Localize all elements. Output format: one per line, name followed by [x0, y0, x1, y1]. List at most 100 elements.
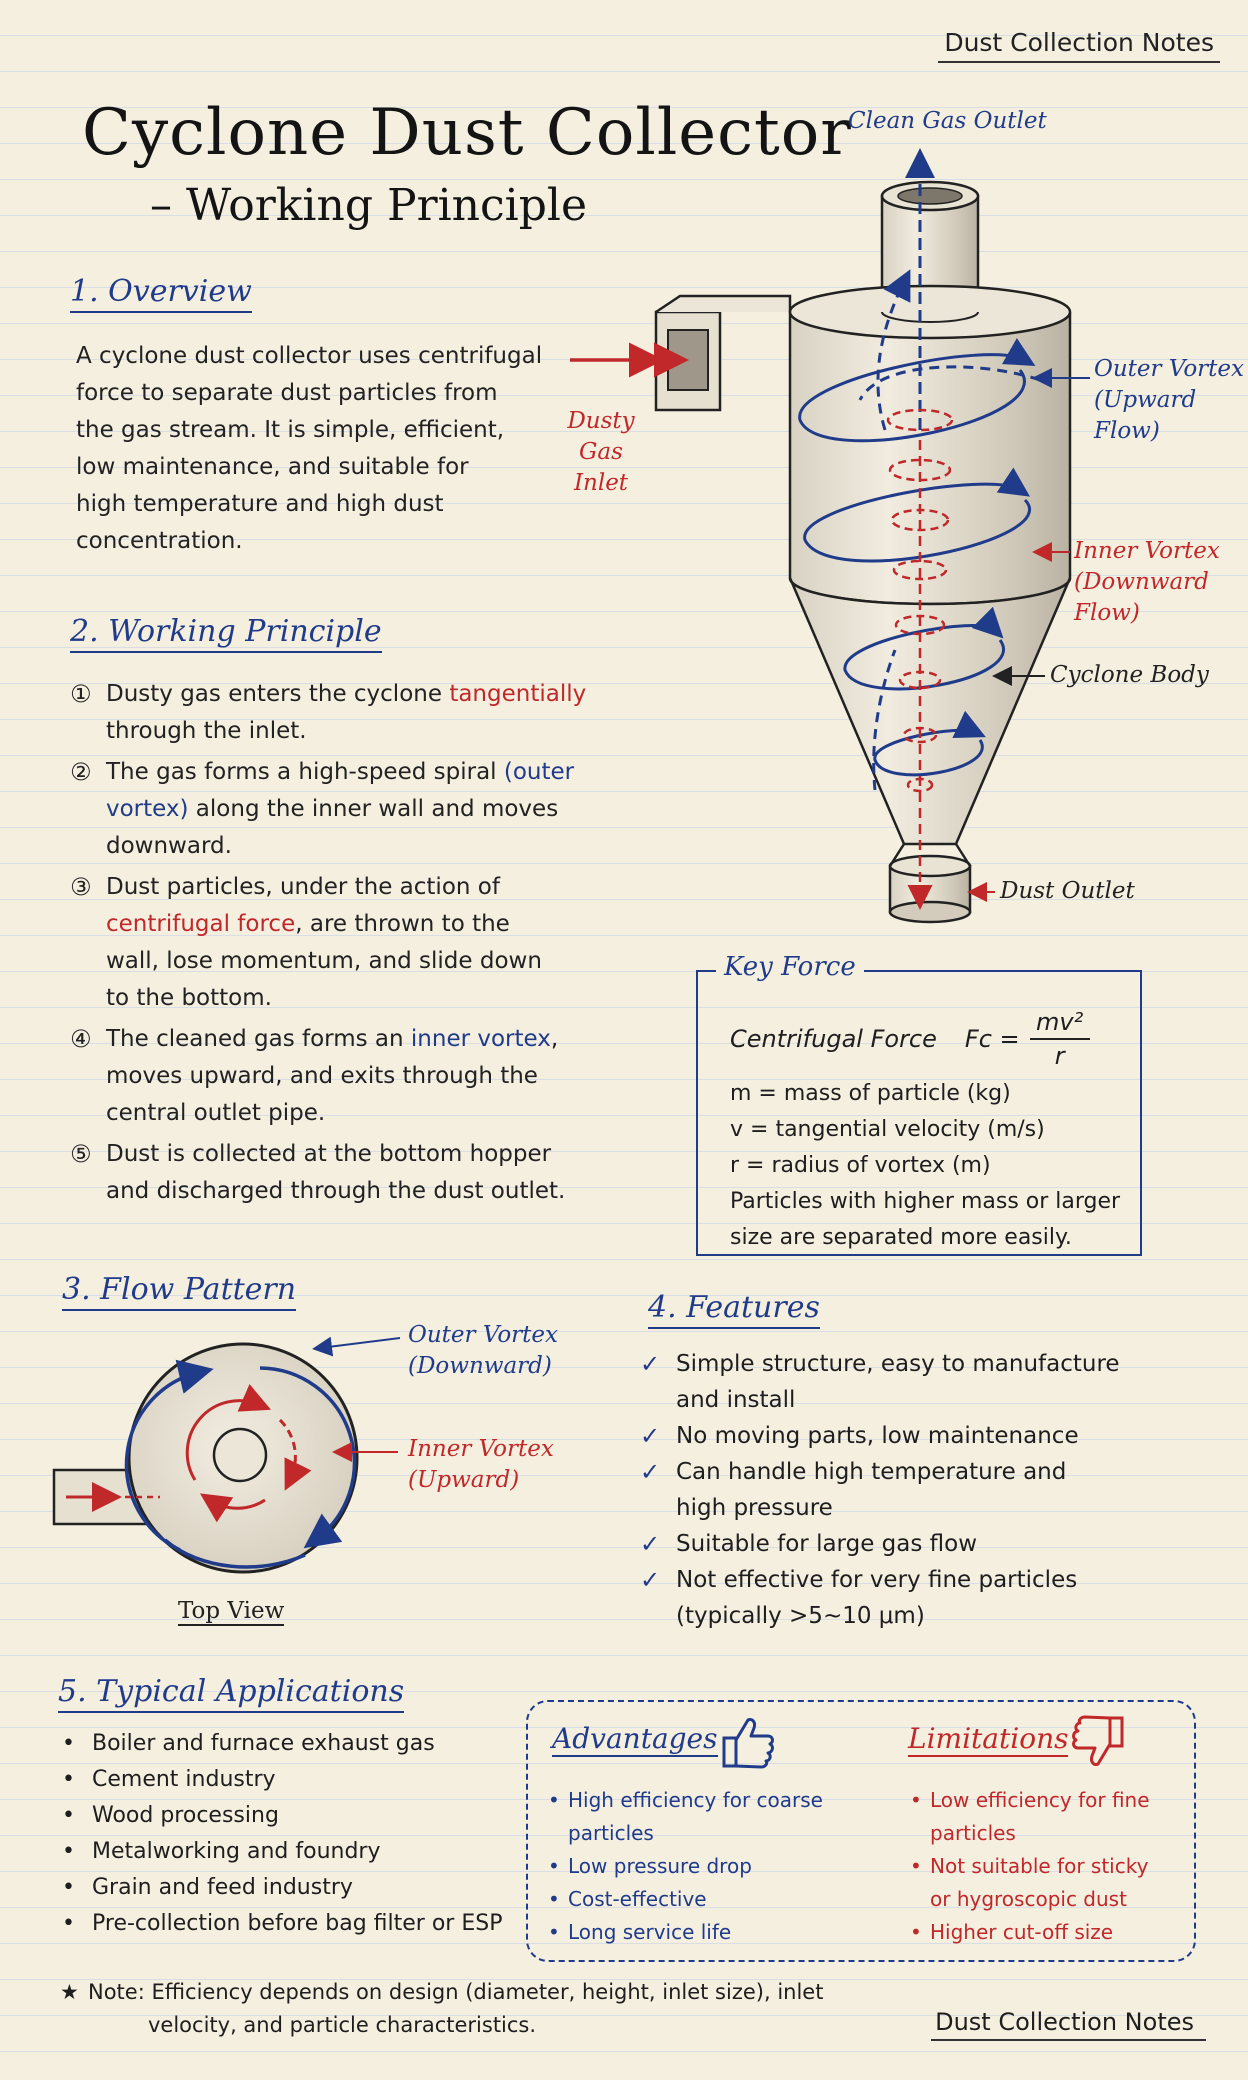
- cyclone-cone: [788, 577, 1072, 846]
- application-item: •Grain and feed industry: [62, 1870, 532, 1906]
- top-view-caption: Top View: [178, 1598, 285, 1626]
- limitation-item-text: Higher cut-off size: [930, 1916, 1113, 1949]
- application-text: Boiler and furnace exhaust gas: [92, 1731, 435, 1756]
- formula-fraction: mv² r: [1029, 1008, 1090, 1070]
- top-view-outer-leader: [312, 1336, 401, 1357]
- formula-label: Centrifugal Force: [730, 1025, 937, 1053]
- top-view-center-pipe: [212, 1427, 268, 1483]
- check-icon: ✓: [640, 1422, 661, 1450]
- inner-vortex-path: [886, 408, 954, 910]
- highlight-red: centrifugal force: [106, 911, 296, 937]
- limitation-item-line: or hygroscopic dust: [930, 1887, 1127, 1911]
- definition-line: v = tangential velocity (m/s): [730, 1117, 1045, 1142]
- application-item: •Cement industry: [62, 1762, 532, 1798]
- feature-line: Suitable for large gas flow: [676, 1531, 978, 1557]
- step-line: vortex) along the inner wall and moves: [106, 791, 590, 828]
- application-text: Wood processing: [92, 1803, 279, 1828]
- bullet-icon: •: [62, 1875, 75, 1900]
- step-segment: downward.: [106, 833, 232, 859]
- advantage-item: •Low pressure drop: [548, 1850, 888, 1883]
- thumbs-down-icon: [1072, 1715, 1124, 1766]
- advantage-item: •High efficiency for coarse particles: [548, 1784, 888, 1850]
- top-view-outer-vortex: [124, 1359, 357, 1569]
- check-icon: ✓: [640, 1566, 661, 1594]
- step-line: Dust particles, under the action of: [106, 869, 590, 906]
- highlight-blue: vortex): [106, 796, 189, 822]
- step-line: The cleaned gas forms an inner vortex,: [106, 1021, 590, 1058]
- inlet-duct: [654, 294, 792, 412]
- advantage-item-text: Long service life: [568, 1916, 731, 1949]
- step-segment: to the bottom.: [106, 985, 272, 1011]
- working-step: ① Dusty gas enters the cyclone tangential…: [70, 676, 590, 750]
- limitation-item-line: Higher cut-off size: [930, 1920, 1114, 1944]
- limitation-item-line: Low efficiency for fine: [930, 1788, 1150, 1812]
- applications-list: • Boiler and furnace exhaust gas •Cement i…: [62, 1726, 532, 1942]
- bullet-icon: •: [62, 1767, 75, 1792]
- step-line: centrifugal force, are thrown to the: [106, 906, 590, 943]
- advantages-list: •High efficiency for coarse particles•Lo…: [548, 1784, 888, 1949]
- step-line: Dusty gas enters the cyclone tangentiall…: [106, 676, 590, 713]
- step-number: ④: [70, 1025, 92, 1053]
- working-step: ③ Dust particles, under the action of cent…: [70, 869, 590, 1017]
- step-segment: through the inlet.: [106, 718, 307, 744]
- clean-outlet-label: Clean Gas Outlet: [848, 108, 1047, 134]
- bullet-icon: •: [548, 1788, 560, 1812]
- application-text: Metalworking and foundry: [92, 1839, 381, 1864]
- overview-line: the gas stream. It is simple, efficient,: [76, 417, 505, 443]
- working-heading: 2. Working Principle: [70, 614, 382, 653]
- feature-item: ✓ Not effective for very fine particles(t…: [640, 1562, 1200, 1634]
- applications-heading: 5. Typical Applications: [58, 1674, 405, 1713]
- limitation-item-line: Not suitable for sticky: [930, 1854, 1149, 1878]
- overview-line: force to separate dust particles from: [76, 380, 498, 406]
- feature-text: Suitable for large gas flow: [676, 1526, 977, 1562]
- dusty-inlet-label: Dusty Gas Inlet: [567, 408, 635, 496]
- application-text: Pre-collection before bag filter or ESP: [92, 1911, 503, 1936]
- step-text: Dust particles, under the action of centr…: [106, 869, 590, 1017]
- step-number: ①: [70, 680, 92, 708]
- feature-text: No moving parts, low maintenance: [676, 1418, 1079, 1454]
- footer-note: ★ Note: Efficiency depends on design (di…: [60, 1976, 823, 2042]
- page-subtitle: – Working Principle: [150, 180, 588, 231]
- advantage-item-line: Low pressure drop: [568, 1854, 752, 1878]
- bullet-icon: •: [62, 1803, 75, 1828]
- step-number: ③: [70, 873, 92, 901]
- dust-outlet: [888, 843, 972, 924]
- feature-text: Not effective for very fine particles(ty…: [676, 1562, 1077, 1634]
- overview-line: A cyclone dust collector uses centrifuga…: [76, 343, 543, 369]
- feature-line: No moving parts, low maintenance: [676, 1423, 1079, 1449]
- overview-text: A cyclone dust collector uses centrifuga…: [76, 338, 596, 560]
- limitation-item: •Higher cut-off size: [910, 1916, 1180, 1949]
- definition-line: r = radius of vortex (m): [730, 1153, 991, 1178]
- step-text: The cleaned gas forms an inner vortex,mo…: [106, 1021, 590, 1132]
- bullet-icon: •: [62, 1839, 75, 1864]
- advantages-heading: Advantages: [552, 1722, 718, 1757]
- check-icon: ✓: [640, 1350, 661, 1378]
- advantage-item-line: Cost-effective: [568, 1887, 707, 1911]
- limitation-item-line: particles: [930, 1821, 1016, 1845]
- step-segment: Dust particles, under the action of: [106, 874, 500, 900]
- highlight-red: tangentially: [449, 681, 587, 707]
- cyclone-cylinder: [788, 284, 1072, 606]
- limitation-item-text: Low efficiency for fine particles: [930, 1784, 1150, 1850]
- step-text: Dusty gas enters the cyclone tangentiall…: [106, 676, 590, 750]
- highlight-blue: inner vortex: [410, 1026, 551, 1052]
- limitations-heading: Limitations: [908, 1722, 1069, 1757]
- bullet-icon: •: [62, 1731, 75, 1756]
- feature-line: Simple structure, easy to manufacture: [676, 1351, 1120, 1377]
- inner-vortex-label: Inner Vortex (Downward Flow): [1074, 538, 1220, 626]
- footer-line: velocity, and particle characteristics.: [148, 2013, 537, 2037]
- step-number: ②: [70, 758, 92, 786]
- application-item: • Metalworking and foundry: [62, 1834, 532, 1870]
- feature-item: ✓ No moving parts, low maintenance: [640, 1418, 1200, 1454]
- advantage-item-text: Cost-effective: [568, 1883, 707, 1916]
- step-segment: , are thrown to the: [295, 911, 510, 937]
- overview-line: low maintenance, and suitable for: [76, 454, 469, 480]
- working-steps: ① Dusty gas enters the cyclone tangential…: [70, 676, 590, 1214]
